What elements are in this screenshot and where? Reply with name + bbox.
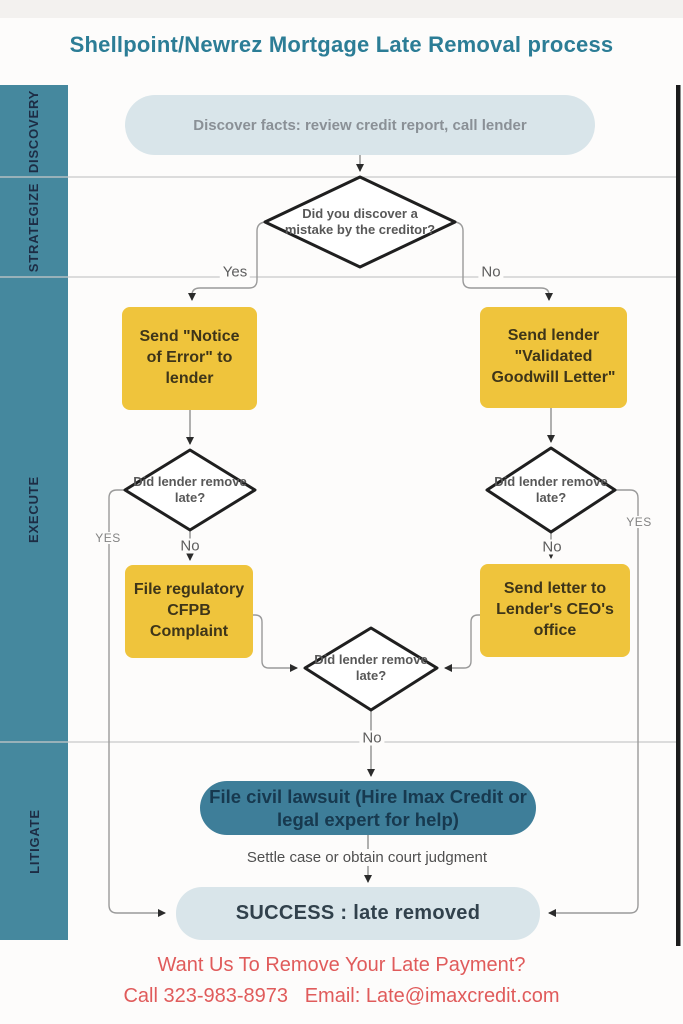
phase-band-strategize: STRATEGIZE bbox=[0, 177, 68, 277]
top-strip bbox=[0, 0, 683, 18]
phase-sidebar: DISCOVERY STRATEGIZE EXECUTE LITIGATE bbox=[0, 85, 68, 940]
phase-band-discovery: DISCOVERY bbox=[0, 85, 68, 177]
phase-label: STRATEGIZE bbox=[26, 182, 42, 272]
phase-label: EXECUTE bbox=[26, 475, 42, 544]
footer-contact: Call 323-983-8973 Email: Late@imaxcredit… bbox=[123, 985, 560, 1007]
page-title: Shellpoint/Newrez Mortgage Late Removal … bbox=[69, 32, 614, 57]
goodwill-letter-label: Send lender "Validated Goodwill Letter" bbox=[491, 327, 616, 386]
ceo-letter-label: Send letter to Lender's CEO's office bbox=[496, 580, 614, 639]
notice-of-error-label: Send "Notice of Error" to lender bbox=[139, 328, 240, 387]
start-node: Discover facts: review credit report, ca… bbox=[125, 95, 595, 155]
edge-label-no-left: No bbox=[177, 538, 203, 554]
cfpb-complaint-label: File regulatory CFPB Complaint bbox=[133, 581, 245, 640]
edge-label-yes: Yes bbox=[219, 264, 251, 280]
settle-step-label: Settle case or obtain court judgment bbox=[242, 849, 492, 866]
success-node: SUCCESS : late removed bbox=[176, 887, 540, 940]
notice-of-error-box: Send "Notice of Error" to lender bbox=[122, 307, 257, 410]
decision-remove-right-label: Did lender remove late? bbox=[494, 473, 608, 505]
success-label: SUCCESS : late removed bbox=[235, 902, 481, 924]
ceo-letter-box: Send letter to Lender's CEO's office bbox=[480, 564, 630, 657]
settle-step: Settle case or obtain court judgment bbox=[174, 849, 560, 866]
lawsuit-label: File civil lawsuit (Hire Imax Credit or … bbox=[209, 785, 527, 830]
phase-label: LITIGATE bbox=[26, 808, 42, 874]
phase-band-execute: EXECUTE bbox=[0, 277, 68, 742]
chart-right-border bbox=[676, 85, 681, 946]
edge-label-no: No bbox=[478, 264, 504, 280]
edge-label-no-right: No bbox=[539, 539, 565, 555]
phase-label: DISCOVERY bbox=[26, 89, 42, 173]
edge-label-yes-right: YES bbox=[623, 516, 655, 528]
footer-cta: Want Us To Remove Your Late Payment? bbox=[157, 954, 526, 976]
decision-remove-left-label: Did lender remove late? bbox=[133, 473, 247, 505]
lawsuit-node: File civil lawsuit (Hire Imax Credit or … bbox=[200, 781, 536, 835]
decision-mistake-label: Did you discover a mistake by the credit… bbox=[284, 205, 436, 237]
edge-label-no-mid: No bbox=[359, 730, 385, 746]
decision-remove-mid-label: Did lender remove late? bbox=[314, 651, 428, 683]
goodwill-letter-box: Send lender "Validated Goodwill Letter" bbox=[480, 307, 627, 408]
cfpb-complaint-box: File regulatory CFPB Complaint bbox=[125, 565, 253, 658]
edge-label-yes-left: YES bbox=[92, 532, 124, 544]
phase-band-litigate: LITIGATE bbox=[0, 742, 68, 940]
start-node-label: Discover facts: review credit report, ca… bbox=[193, 116, 527, 134]
